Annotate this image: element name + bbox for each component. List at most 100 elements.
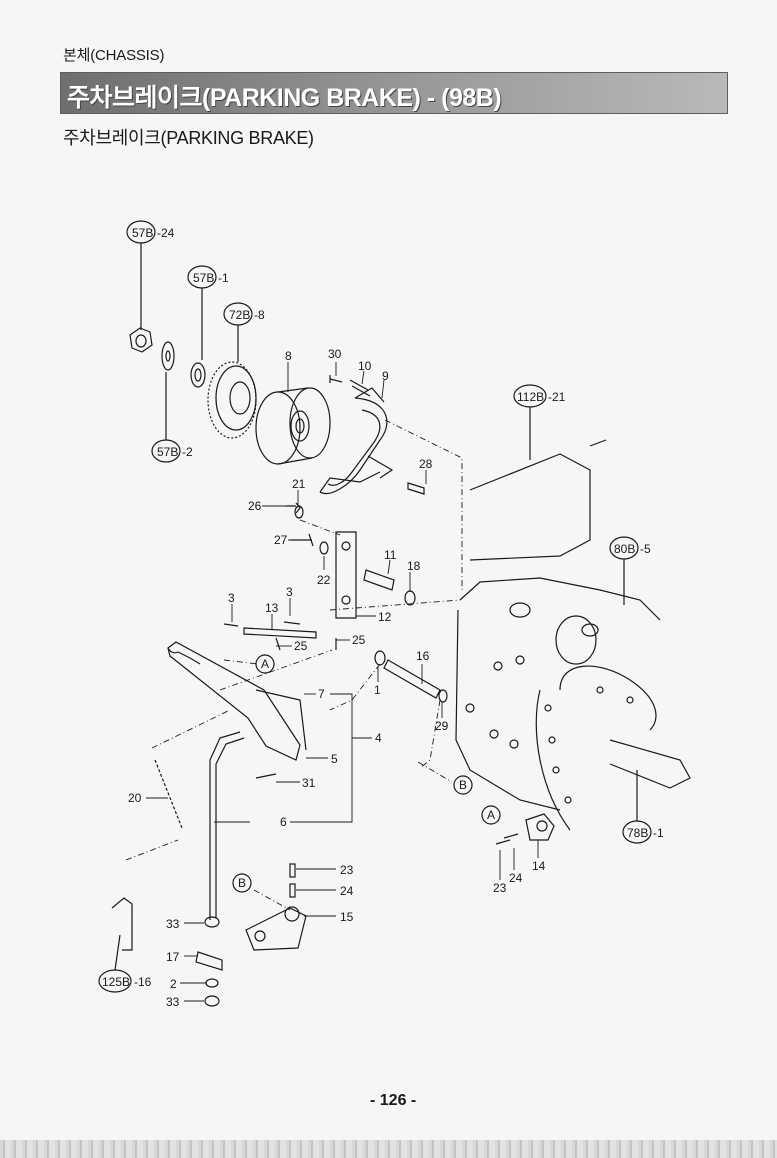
transmission-housing — [455, 439, 691, 831]
part-16: 16 — [416, 649, 430, 663]
part-30: 30 — [328, 347, 342, 361]
part-12: 12 — [378, 610, 392, 624]
assembly-lines — [125, 419, 463, 911]
washer-22 — [319, 541, 329, 555]
pin-17 — [195, 951, 223, 971]
callout-a-lower — [481, 805, 501, 825]
section-heading: 본체(CHASSIS) — [63, 47, 165, 64]
part-23-right: 23 — [493, 881, 507, 895]
part-8: 8 — [285, 349, 292, 363]
lever-arm-15 — [245, 906, 307, 951]
brake-band-part — [319, 387, 394, 494]
brake-drum-part — [255, 387, 331, 465]
ref-78b-1 — [622, 770, 652, 844]
part-24-right: 24 — [509, 871, 523, 885]
part-24-mid: 24 — [340, 884, 354, 898]
callout-a-lower-letter: A — [487, 808, 495, 822]
nut-part — [129, 327, 153, 353]
scan-edge-strip — [0, 1140, 777, 1158]
part-15: 15 — [340, 910, 354, 924]
ref-80b-5 — [609, 536, 639, 605]
part-25-right: 25 — [352, 633, 366, 647]
ref-125b-16 — [98, 934, 132, 993]
pins-23-24 — [495, 833, 519, 845]
washer-small-part — [190, 362, 206, 388]
ref-112b-21-code: 112B — [517, 390, 544, 404]
parking-lever — [167, 641, 307, 761]
part-26: 26 — [248, 499, 262, 513]
rod-6 — [209, 731, 245, 920]
ref-57b-24-code: 57B — [132, 226, 153, 240]
washer-21 — [294, 505, 304, 519]
bracket-125b — [111, 897, 133, 951]
ref-112b-21 — [513, 384, 547, 460]
pin-30 — [329, 375, 343, 383]
washer-part — [161, 341, 175, 371]
link-plate-12 — [335, 531, 357, 619]
part-13: 13 — [265, 601, 279, 615]
part-9: 9 — [382, 369, 389, 383]
ref-57b-2-code: 57B — [157, 445, 178, 459]
part-33-upper: 33 — [166, 917, 180, 931]
shaft-16 — [383, 659, 441, 699]
ref-78b-1-suffix: -1 — [653, 826, 664, 840]
nut-33-upper — [204, 916, 220, 928]
part-28: 28 — [419, 457, 433, 471]
part-4: 4 — [375, 731, 382, 745]
gear-part — [207, 361, 257, 439]
ref-57b-24-suffix: -24 — [157, 226, 175, 240]
nut-33-lower — [204, 995, 220, 1007]
part-18: 18 — [407, 559, 421, 573]
clevis-10 — [349, 379, 371, 397]
part-3-right: 3 — [286, 585, 293, 599]
callout-a-upper-letter: A — [261, 657, 269, 671]
title-bar: 주차브레이크(PARKING BRAKE) - (98B) — [60, 72, 728, 114]
washer-1 — [374, 650, 386, 666]
part-11: 11 — [384, 548, 397, 562]
part-25-left: 25 — [294, 639, 308, 653]
callout-b-lower-letter: B — [238, 876, 246, 890]
part-7: 7 — [318, 687, 325, 701]
callout-b-lower — [232, 873, 252, 893]
callout-b-upper — [453, 775, 473, 795]
ref-80b-5-code: 80B — [614, 542, 635, 556]
part-17: 17 — [166, 950, 180, 964]
part-33-lower: 33 — [166, 995, 180, 1009]
part-27: 27 — [274, 533, 288, 547]
part-29: 29 — [435, 719, 449, 733]
pin-26 — [286, 502, 301, 514]
spring-20 — [154, 759, 183, 829]
pin-11 — [363, 569, 395, 591]
part-31: 31 — [302, 776, 316, 790]
part-6: 6 — [280, 815, 287, 829]
washer-29 — [438, 689, 448, 703]
ref-125b-16-code: 125B — [102, 975, 130, 989]
part-3-left: 3 — [228, 591, 235, 605]
ref-57b-1 — [187, 265, 217, 360]
leader-lines — [146, 362, 539, 1002]
ref-80b-5-suffix: -5 — [640, 542, 651, 556]
part-22: 22 — [317, 573, 331, 587]
callout-b-upper-letter: B — [459, 778, 467, 792]
washer-18 — [404, 590, 416, 606]
ref-72b-8-code: 72B — [229, 308, 250, 322]
ref-72b-8 — [223, 302, 253, 362]
part-2: 2 — [170, 977, 177, 991]
washer-2 — [205, 978, 219, 988]
part-1: 1 — [374, 683, 381, 697]
ref-78b-1-code: 78B — [627, 826, 648, 840]
part-20: 20 — [128, 791, 142, 805]
rod-13 — [223, 621, 317, 639]
ref-125b-16-suffix: -16 — [134, 975, 152, 989]
part-14: 14 — [532, 859, 546, 873]
bolt-28 — [407, 482, 425, 495]
ref-72b-8-suffix: -8 — [254, 308, 265, 322]
ref-57b-2 — [151, 372, 181, 463]
pin-23 — [289, 863, 296, 878]
ref-57b-1-code: 57B — [193, 271, 214, 285]
part-21: 21 — [292, 477, 306, 491]
ref-57b-1-suffix: -1 — [218, 271, 229, 285]
cam-14 — [525, 813, 555, 841]
ref-112b-21-suffix: -21 — [548, 390, 566, 404]
